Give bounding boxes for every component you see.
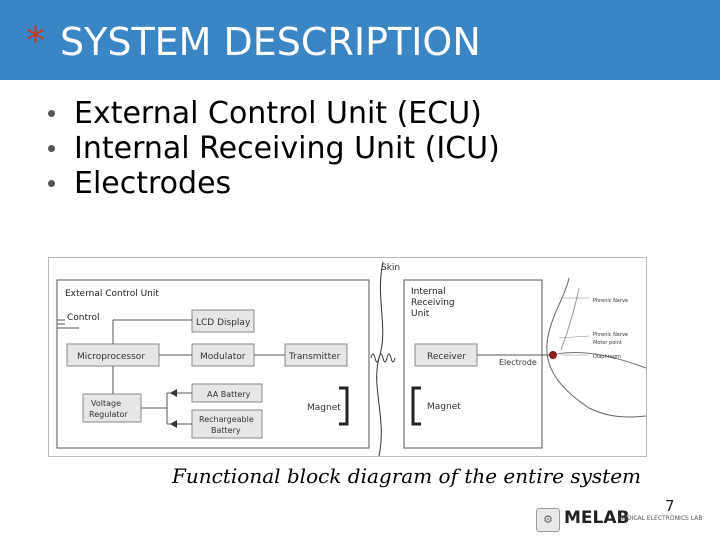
diaphragm-label: Diaphragm [593, 354, 621, 360]
voltage-label-2: Regulator [89, 410, 128, 419]
bullet-list: External Control Unit (ECU) Internal Rec… [40, 96, 500, 201]
transmitter-label: Transmitter [288, 352, 341, 362]
magnet-right-icon [411, 386, 421, 426]
bullet-dot-icon [48, 180, 55, 187]
skin-label: Skin [381, 263, 400, 273]
icu-title-2: Receiving [411, 298, 455, 308]
magnet-left-label: Magnet [307, 403, 341, 413]
rechargeable-label-2: Battery [211, 426, 241, 435]
bullet-item: External Control Unit (ECU) [40, 96, 500, 131]
icu-title-1: Internal [411, 287, 446, 297]
control-label: Control [67, 313, 100, 323]
melab-logo-icon: ⚙ [536, 508, 560, 532]
magnet-right-label: Magnet [427, 402, 461, 412]
aa-battery-label: AA Battery [207, 390, 251, 399]
icu-box [403, 279, 543, 449]
slide-title: SYSTEM DESCRIPTION [60, 20, 481, 64]
electrode-label: Electrode [499, 358, 537, 367]
page-number: 7 [665, 497, 675, 515]
skin-line [376, 261, 384, 456]
lcd-label: LCD Display [196, 318, 251, 328]
motor-point-label-1: Phrenic Nerve [593, 332, 628, 338]
arrow-icon [170, 420, 177, 428]
phrenic-nerve-label: Phrenic Nerve [593, 298, 628, 304]
wireless-signal-icon [370, 353, 396, 363]
microprocessor-label: Microprocessor [77, 352, 145, 362]
title-bar: * SYSTEM DESCRIPTION [0, 0, 720, 80]
lcd-display-block [191, 309, 255, 333]
rechargeable-label-1: Rechargeable [199, 415, 254, 424]
logo-tagline: MEDICAL ELECTRONICS LAB [618, 515, 703, 522]
figure-caption: Functional block diagram of the entire s… [172, 464, 642, 488]
rechargeable-battery-block [191, 409, 263, 439]
motor-point-label-2: Motor point [593, 340, 622, 346]
icu-title-3: Unit [411, 309, 430, 319]
voltage-label-1: Voltage [91, 399, 121, 408]
bullet-dot-icon [48, 145, 55, 152]
logo-name: MELAB [564, 508, 630, 528]
asterisk-icon: * [26, 19, 45, 63]
modulator-label: Modulator [200, 352, 246, 362]
ecu-title: External Control Unit [65, 289, 159, 299]
magnet-left-icon [339, 386, 349, 426]
ecu-box [56, 279, 370, 449]
diaphragm-line [556, 352, 646, 369]
block-diagram: External Control Unit Control LCD Displa… [48, 257, 647, 457]
block-diagram-svg: External Control Unit Control LCD Displa… [56, 261, 646, 456]
bullet-item: Electrodes [40, 166, 500, 201]
torso-outline [546, 277, 646, 418]
receiver-label: Receiver [427, 352, 466, 362]
bullet-item: Internal Receiving Unit (ICU) [40, 131, 500, 166]
bullet-dot-icon [48, 110, 55, 117]
electrode-point-icon [549, 351, 557, 359]
arrow-icon [170, 389, 177, 397]
